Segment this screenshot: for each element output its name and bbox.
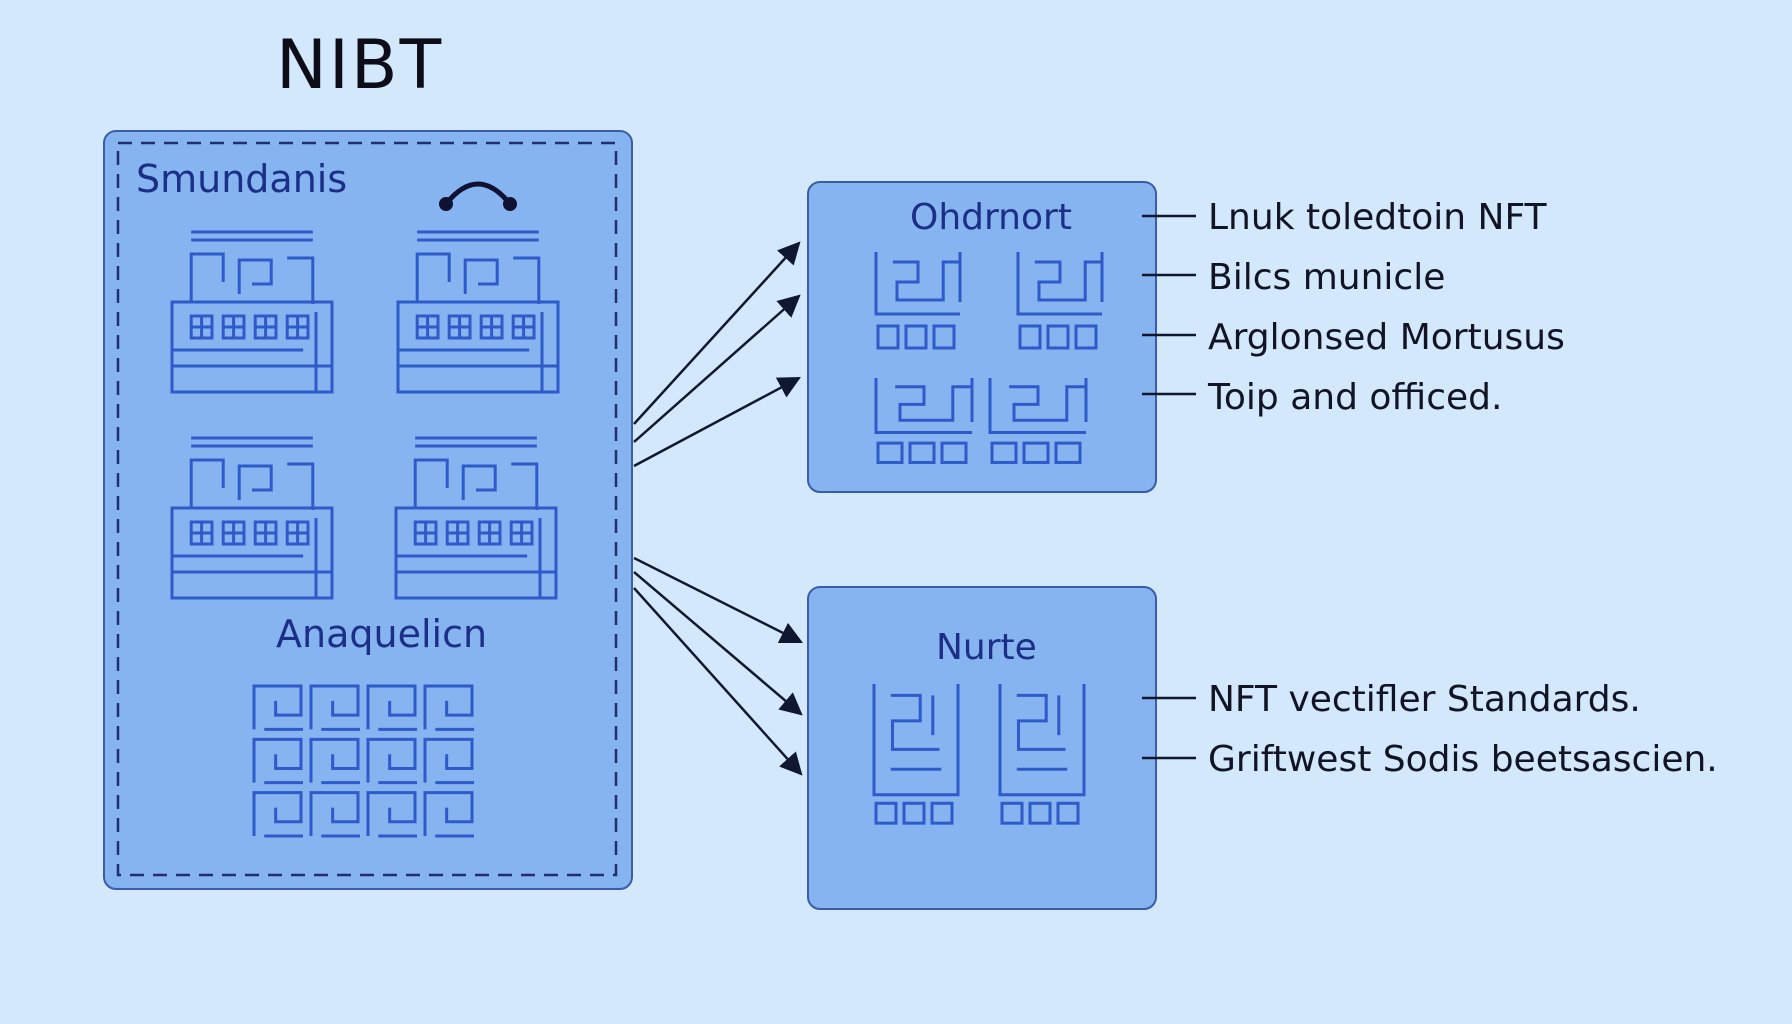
pattern-tile: [170, 436, 334, 600]
pattern-tiles: [170, 230, 1104, 838]
pattern-tile: [170, 230, 334, 394]
pattern-tile: [874, 378, 974, 464]
headphones-icon: [439, 181, 517, 211]
note-upper-3: Arglonsed Mortusus: [1208, 317, 1565, 358]
arrow-lower-2: [633, 571, 803, 716]
box-lower-label: Nurte: [936, 627, 1037, 668]
arrow-upper-3: [633, 376, 801, 468]
connector-arrows: [633, 241, 804, 776]
pattern-tile: [1016, 252, 1104, 350]
left-panel-dashed-border: [116, 141, 618, 877]
arrow-upper-1: [633, 241, 801, 425]
diagram-title: NIBT: [276, 26, 444, 105]
box-upper: [807, 181, 1157, 493]
arrow-lower-1: [633, 556, 804, 644]
note-leader-lines: [1142, 214, 1196, 760]
note-lower-1: NFT vectifler Standards.: [1208, 679, 1641, 720]
left-panel: [103, 130, 633, 890]
pattern-tile: [872, 684, 960, 825]
pattern-tile: [396, 230, 560, 394]
arrow-upper-2: [633, 294, 801, 443]
left-panel-bottom-label: Anaquelicn: [276, 612, 488, 656]
note-lower-2: Griftwest Sodis beetsascien.: [1208, 739, 1718, 780]
pattern-tile: [988, 378, 1088, 464]
pattern-tile: [874, 252, 962, 350]
pattern-tile: [998, 684, 1086, 825]
box-lower: [807, 586, 1157, 910]
pattern-tile: [394, 436, 558, 600]
left-panel-top-label: Smundanis: [136, 157, 348, 201]
note-upper-4: Toip and officed.: [1208, 377, 1503, 418]
note-upper-1: Lnuk toledtoin NFT: [1208, 197, 1547, 238]
arrow-lower-3: [633, 587, 803, 776]
box-upper-label: Ohdrnort: [910, 197, 1072, 238]
note-upper-2: Bilcs municle: [1208, 257, 1446, 298]
pattern-tile: [252, 684, 474, 838]
